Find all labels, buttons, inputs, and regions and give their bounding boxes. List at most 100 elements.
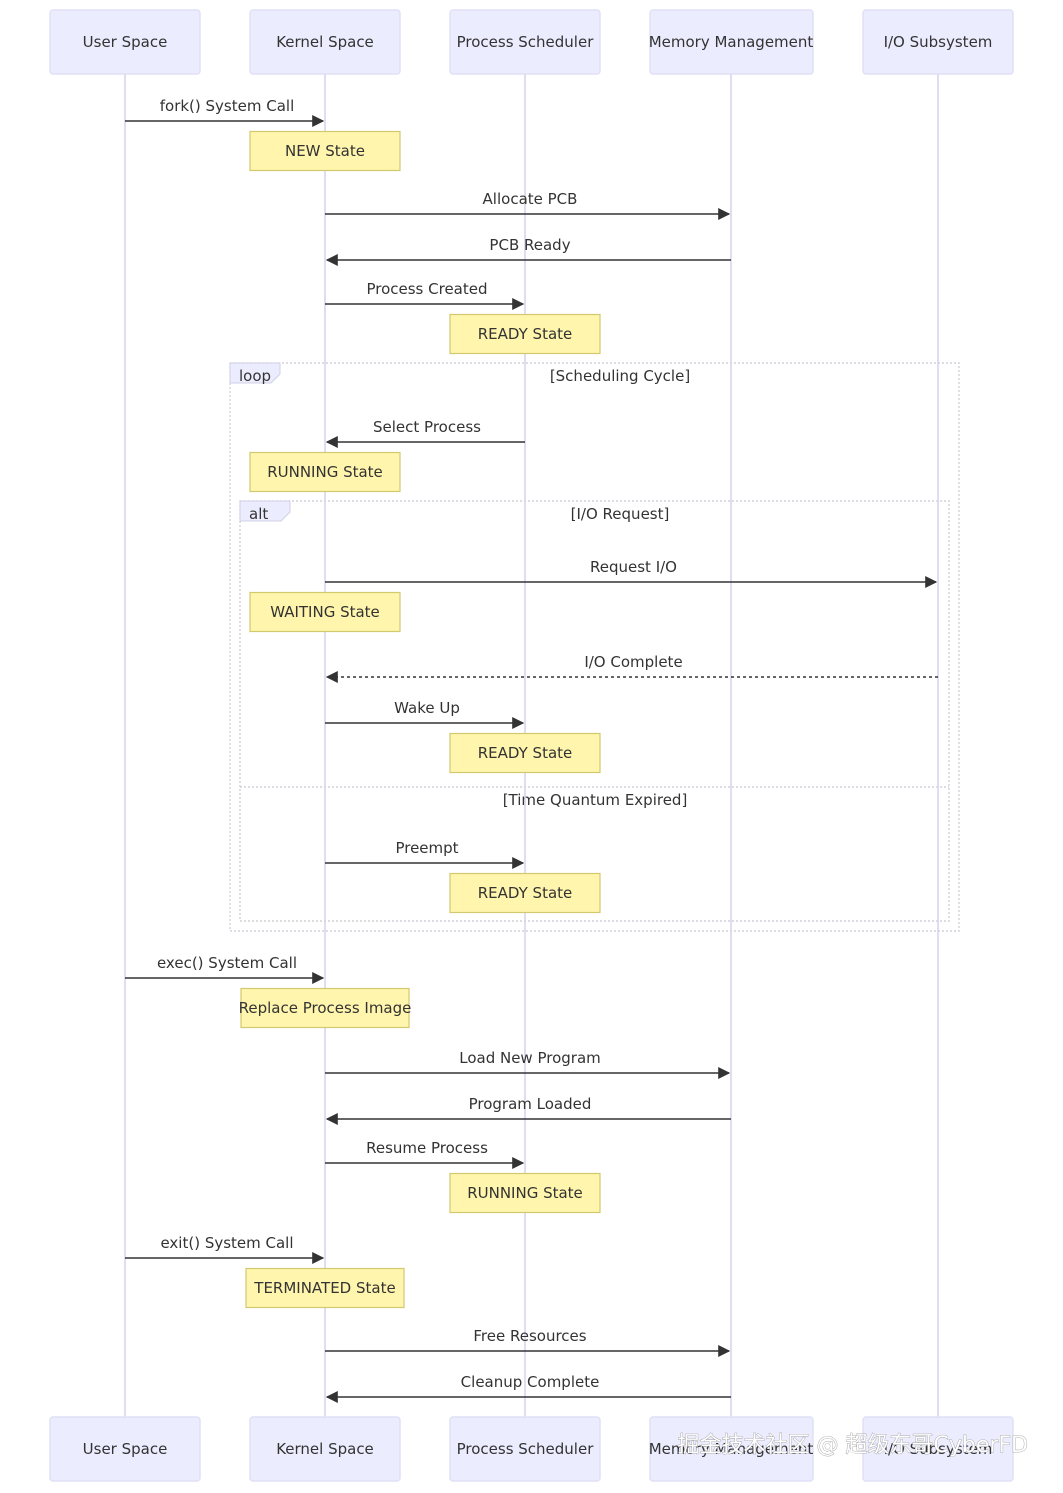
note-label: READY State xyxy=(478,744,573,762)
note-box xyxy=(249,591,401,633)
message-20: Resume Process xyxy=(325,1139,525,1169)
actor-label: Kernel Space xyxy=(276,1440,374,1458)
message-label: Free Resources xyxy=(473,1327,586,1345)
message-label: Process Created xyxy=(366,280,487,298)
actor-box xyxy=(449,9,601,75)
message-24: Free Resources xyxy=(325,1327,731,1357)
message-label: Program Loaded xyxy=(469,1095,592,1113)
frame-else-condition: [Time Quantum Expired] xyxy=(503,791,688,809)
frame-border xyxy=(239,500,950,922)
message-11: I/O Complete xyxy=(325,653,938,683)
message-9: Request I/O xyxy=(325,558,938,588)
frames-layer: loop [Scheduling Cycle] alt [I/O Request] [T… xyxy=(229,362,960,932)
note-2: NEW State xyxy=(249,130,401,172)
note-15: READY State xyxy=(449,872,601,914)
actor-box xyxy=(649,9,814,75)
message-1: fork() System Call xyxy=(125,97,325,127)
frame-tab xyxy=(239,500,291,522)
actor-kernel-top: Kernel Space xyxy=(249,9,401,75)
message-3: Allocate PCB xyxy=(325,190,731,220)
note-17: Replace Process Image xyxy=(239,987,412,1029)
note-10: WAITING State xyxy=(249,591,401,633)
frame-condition: [I/O Request] xyxy=(571,505,670,523)
message-label: Load New Program xyxy=(459,1049,601,1067)
actor-label: User Space xyxy=(83,33,168,51)
note-13: READY State xyxy=(449,732,601,774)
actor-box xyxy=(249,1416,401,1482)
actor-label: Memory Management xyxy=(649,1440,814,1458)
actor-user-bottom: User Space xyxy=(49,1416,201,1482)
watermark-text: 掘金技术社区 @ 超级东哥CyberFD xyxy=(677,1433,1028,1458)
actor-box xyxy=(649,1416,814,1482)
message-label: I/O Complete xyxy=(584,653,682,671)
note-6: READY State xyxy=(449,313,601,355)
actor-label: Memory Management xyxy=(649,33,814,51)
note-label: RUNNING State xyxy=(267,463,383,481)
actor-io-top: I/O Subsystem xyxy=(862,9,1014,75)
message-14: Preempt xyxy=(325,839,525,869)
frame-loop: loop [Scheduling Cycle] xyxy=(229,362,960,932)
note-21: RUNNING State xyxy=(449,1172,601,1214)
message-label: fork() System Call xyxy=(160,97,295,115)
actor-label: Process Scheduler xyxy=(457,1440,595,1458)
note-label: NEW State xyxy=(285,142,365,160)
note-box xyxy=(449,313,601,355)
message-label: Wake Up xyxy=(394,699,460,717)
message-label: exit() System Call xyxy=(160,1234,293,1252)
actor-box xyxy=(862,9,1014,75)
message-22: exit() System Call xyxy=(125,1234,325,1264)
note-label: Replace Process Image xyxy=(239,999,412,1017)
note-box xyxy=(449,732,601,774)
actor-box xyxy=(49,9,201,75)
note-box xyxy=(449,872,601,914)
note-box xyxy=(249,451,401,493)
message-12: Wake Up xyxy=(325,699,525,729)
message-4: PCB Ready xyxy=(325,236,731,266)
note-23: TERMINATED State xyxy=(245,1267,405,1309)
actor-box xyxy=(49,1416,201,1482)
actor-user-top: User Space xyxy=(49,9,201,75)
message-label: PCB Ready xyxy=(489,236,570,254)
message-label: exec() System Call xyxy=(157,954,297,972)
actor-label: User Space xyxy=(83,1440,168,1458)
actor-box xyxy=(449,1416,601,1482)
actor-label: I/O Subsystem xyxy=(884,1440,993,1458)
frame-alt: alt [I/O Request] [Time Quantum Expired] xyxy=(239,500,950,922)
frame-keyword: alt xyxy=(249,505,268,523)
note-box xyxy=(249,130,401,172)
note-label: RUNNING State xyxy=(467,1184,583,1202)
note-8: RUNNING State xyxy=(249,451,401,493)
actor-box xyxy=(249,9,401,75)
actor-label: Process Scheduler xyxy=(457,33,595,51)
actor-io-bottom: I/O Subsystem xyxy=(862,1416,1014,1482)
message-label: Preempt xyxy=(395,839,458,857)
note-label: READY State xyxy=(478,884,573,902)
message-19: Program Loaded xyxy=(325,1095,731,1125)
frame-border xyxy=(229,362,960,932)
message-25: Cleanup Complete xyxy=(325,1373,731,1403)
note-label: WAITING State xyxy=(270,603,380,621)
message-5: Process Created xyxy=(325,280,525,310)
frame-condition: [Scheduling Cycle] xyxy=(550,367,690,385)
frame-keyword: loop xyxy=(239,367,271,385)
message-label: Resume Process xyxy=(366,1139,488,1157)
note-box xyxy=(245,1267,405,1309)
frame-tab xyxy=(229,362,281,384)
actor-kernel-bottom: Kernel Space xyxy=(249,1416,401,1482)
message-label: Select Process xyxy=(373,418,481,436)
note-label: READY State xyxy=(478,325,573,343)
message-18: Load New Program xyxy=(325,1049,731,1079)
message-label: Allocate PCB xyxy=(483,190,578,208)
note-box xyxy=(240,987,410,1029)
actor-memory-bottom: Memory Management xyxy=(649,1416,814,1482)
message-label: Request I/O xyxy=(590,558,677,576)
note-label: TERMINATED State xyxy=(253,1279,395,1297)
actor-scheduler-bottom: Process Scheduler xyxy=(449,1416,601,1482)
actor-label: Kernel Space xyxy=(276,33,374,51)
actor-memory-top: Memory Management xyxy=(649,9,814,75)
message-16: exec() System Call xyxy=(125,954,325,984)
actor-label: I/O Subsystem xyxy=(884,33,993,51)
message-7: Select Process xyxy=(325,418,525,448)
